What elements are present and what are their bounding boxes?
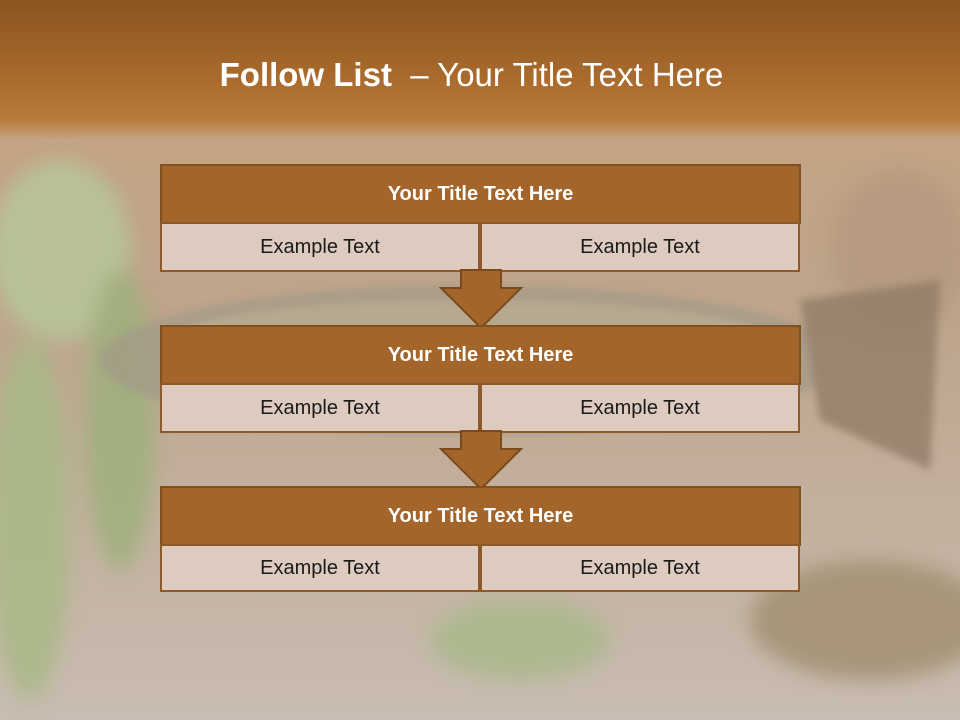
slide-title-bold: Follow List — [219, 56, 392, 93]
slide-title: Follow List – Your Title Text Here — [0, 52, 943, 98]
block-title: Your Title Text Here — [160, 486, 801, 546]
slide-title-rest: – Your Title Text Here — [391, 56, 724, 93]
down-arrow-icon — [438, 430, 524, 491]
block-cell-right: Example Text — [480, 383, 800, 433]
block-cell-left: Example Text — [160, 222, 480, 272]
block-cell-left: Example Text — [160, 383, 480, 433]
title-bar — [0, 0, 960, 140]
block-title: Your Title Text Here — [160, 164, 801, 224]
block-cell-left: Example Text — [160, 544, 480, 592]
down-arrow-icon — [438, 269, 524, 330]
block-cell-right: Example Text — [480, 222, 800, 272]
block-title: Your Title Text Here — [160, 325, 801, 385]
block-cell-right: Example Text — [480, 544, 800, 592]
